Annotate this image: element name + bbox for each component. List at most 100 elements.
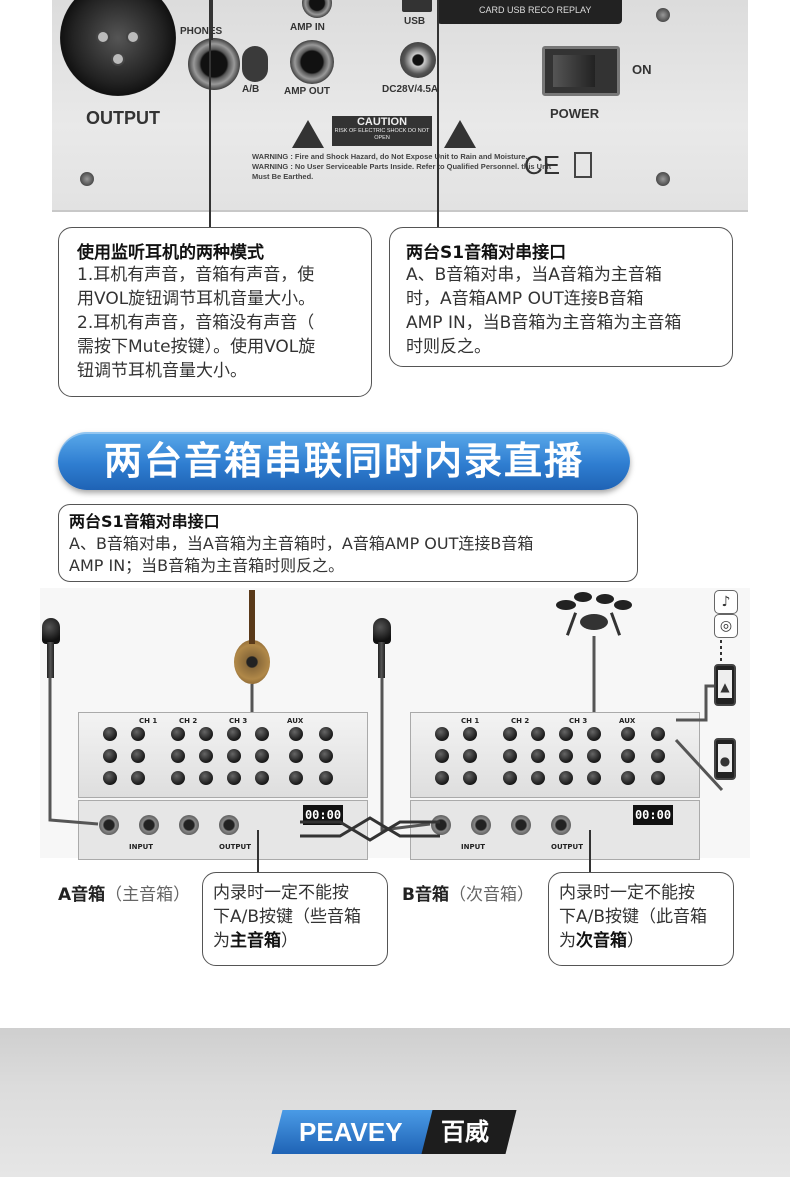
exclamation-warning-icon bbox=[444, 120, 476, 148]
power-switch bbox=[542, 46, 620, 96]
kuaishou-app-icon: ◎ bbox=[714, 614, 738, 638]
callout-line: 钮调节耳机音量大小。 bbox=[77, 361, 247, 381]
callout-serial-wide: 两台S1音箱对串接口 A、B音箱对串，当A音箱为主音箱时，A音箱AMP OUT连… bbox=[58, 504, 638, 582]
speaker-b-label: B音箱（次音箱） bbox=[402, 880, 534, 905]
ab-label: A/B bbox=[242, 84, 260, 95]
power-label: POWER bbox=[550, 106, 600, 121]
note-prefix: 为 bbox=[559, 931, 576, 951]
microphone-icon bbox=[42, 618, 60, 644]
screw bbox=[80, 172, 94, 186]
xlr-output-connector bbox=[60, 0, 176, 96]
guitar-neck bbox=[249, 590, 255, 644]
media-display: CARD USB RECO REPLAY bbox=[437, 0, 622, 24]
ch1-label: CH 1 bbox=[139, 717, 158, 725]
callout-line: A、B音箱对串，当A音箱为主音箱 bbox=[406, 265, 662, 285]
microphone-icon bbox=[373, 618, 391, 644]
callout-line: 2.耳机有声音，音箱没有声音（ bbox=[77, 313, 315, 333]
android-icon: ▲ bbox=[720, 680, 730, 694]
output-label: OUTPUT bbox=[551, 843, 583, 851]
speaker-b-note: 内录时一定不能按 下A/B按键（此音箱 为次音箱） bbox=[548, 872, 734, 966]
output-label: OUTPUT bbox=[86, 108, 160, 128]
phones-jack bbox=[188, 38, 240, 90]
note-line: 下A/B按键（此音箱 bbox=[559, 907, 708, 927]
note-line: 为主音箱） bbox=[213, 929, 387, 953]
callout-title: 使用监听耳机的两种模式 bbox=[77, 243, 264, 263]
screw bbox=[656, 8, 670, 22]
brand-en: PEAVEY bbox=[271, 1110, 435, 1154]
ch2-label: CH 2 bbox=[511, 717, 530, 725]
amp-out-label: AMP OUT bbox=[284, 86, 330, 97]
iphone-icon bbox=[714, 738, 736, 780]
aux-label: AUX bbox=[619, 717, 636, 725]
pointer-line-left bbox=[209, 0, 211, 234]
ab-button bbox=[242, 46, 268, 82]
rear-panel-photo: OUTPUT PHONES A/B AMP OUT AMP IN USB DC2… bbox=[52, 0, 748, 212]
footer bbox=[0, 1028, 790, 1177]
guitar-icon bbox=[234, 640, 270, 684]
xlr-pin bbox=[126, 30, 140, 44]
callout-line: A、B音箱对串，当A音箱为主音箱时，A音箱AMP OUT连接B音箱 bbox=[69, 534, 534, 553]
shock-warning-icon bbox=[292, 120, 324, 148]
mixer-b-control-panel: CH 1 CH 2 CH 3 AUX bbox=[410, 712, 700, 798]
note-bold: 次音箱 bbox=[576, 931, 627, 951]
ch3-label: CH 3 bbox=[229, 717, 248, 725]
note-line: 下A/B按键（些音箱 bbox=[213, 907, 362, 927]
mixer-a-io-panel: 00:00 INPUT OUTPUT bbox=[78, 800, 368, 860]
warning-line-2: WARNING : No User Serviceable Parts Insi… bbox=[252, 162, 552, 181]
note-line: 内录时一定不能按 bbox=[213, 883, 349, 903]
weee-bin-icon bbox=[574, 152, 592, 178]
caution-sub: RISK OF ELECTRIC SHOCK DO NOT OPEN bbox=[334, 128, 430, 141]
on-label: ON bbox=[632, 62, 652, 77]
amp-in-jack bbox=[302, 0, 332, 18]
dc-power-jack bbox=[400, 42, 436, 78]
caution-box: CAUTION RISK OF ELECTRIC SHOCK DO NOT OP… bbox=[332, 116, 432, 146]
apple-icon: ● bbox=[719, 754, 731, 768]
note-bold: 主音箱 bbox=[230, 931, 281, 951]
microphone-handle bbox=[47, 642, 54, 678]
callout-line: 1.耳机有声音，音箱有声音，使 bbox=[77, 265, 315, 285]
screw bbox=[656, 172, 670, 186]
input-label: INPUT bbox=[129, 843, 154, 851]
callout-headphone-modes: 使用监听耳机的两种模式 1.耳机有声音，音箱有声音，使 用VOL旋钮调节耳机音量… bbox=[58, 227, 372, 397]
mixer-b-io-panel: 00:00 INPUT OUTPUT bbox=[410, 800, 700, 860]
pointer-line-right bbox=[437, 0, 439, 234]
xlr-pin bbox=[111, 52, 125, 66]
mixer-a-control-panel: CH 1 CH 2 CH 3 AUX bbox=[78, 712, 368, 798]
microphone-handle bbox=[378, 642, 385, 678]
mixer-a-display: 00:00 bbox=[303, 805, 343, 825]
note-suffix: ） bbox=[281, 931, 298, 951]
amp-in-label: AMP IN bbox=[290, 22, 325, 33]
brand-logo: PEAVEY 百威 bbox=[271, 1110, 517, 1154]
dc-label: DC28V/4.5A bbox=[382, 84, 439, 95]
mixer-b-display: 00:00 bbox=[633, 805, 673, 825]
output-label: OUTPUT bbox=[219, 843, 251, 851]
callout-title: 两台S1音箱对串接口 bbox=[406, 243, 567, 263]
speaker-a-name: A音箱 bbox=[58, 885, 106, 905]
note-suffix: ） bbox=[627, 931, 644, 951]
callout-title: 两台S1音箱对串接口 bbox=[69, 512, 220, 531]
speaker-b-name: B音箱 bbox=[402, 885, 449, 905]
callout-line: 需按下Mute按键）。使用VOL旋 bbox=[77, 337, 316, 357]
input-label: INPUT bbox=[461, 843, 486, 851]
speaker-a-label: A音箱（主音箱） bbox=[58, 880, 190, 905]
speaker-a-role: （主音箱） bbox=[105, 885, 191, 905]
xlr-pin bbox=[96, 30, 110, 44]
ch2-label: CH 2 bbox=[179, 717, 198, 725]
speaker-a-note: 内录时一定不能按 下A/B按键（些音箱 为主音箱） bbox=[202, 872, 388, 966]
caution-title: CAUTION bbox=[356, 116, 408, 128]
callout-line: AMP IN；当B音箱为主音箱时则反之。 bbox=[69, 556, 345, 575]
note-line: 为次音箱） bbox=[559, 929, 733, 953]
section-banner: 两台音箱串联同时内录直播 bbox=[58, 432, 630, 490]
warning-text: WARNING : Fire and Shock Hazard, do Not … bbox=[252, 152, 552, 182]
warning-line-1: WARNING : Fire and Shock Hazard, do Not … bbox=[252, 152, 528, 161]
callout-line: 时则反之。 bbox=[406, 337, 491, 357]
aux-label: AUX bbox=[287, 717, 304, 725]
usb-label: USB bbox=[404, 16, 426, 27]
ch1-label: CH 1 bbox=[461, 717, 480, 725]
drum-kit-icon bbox=[556, 592, 632, 636]
brand-cn: 百威 bbox=[421, 1110, 517, 1154]
callout-line: 用VOL旋钮调节耳机音量大小。 bbox=[77, 289, 316, 309]
callout-serial-connection: 两台S1音箱对串接口 A、B音箱对串，当A音箱为主音箱 时，A音箱AMP OUT… bbox=[389, 227, 733, 367]
display-text: CARD USB RECO REPLAY bbox=[479, 5, 592, 15]
